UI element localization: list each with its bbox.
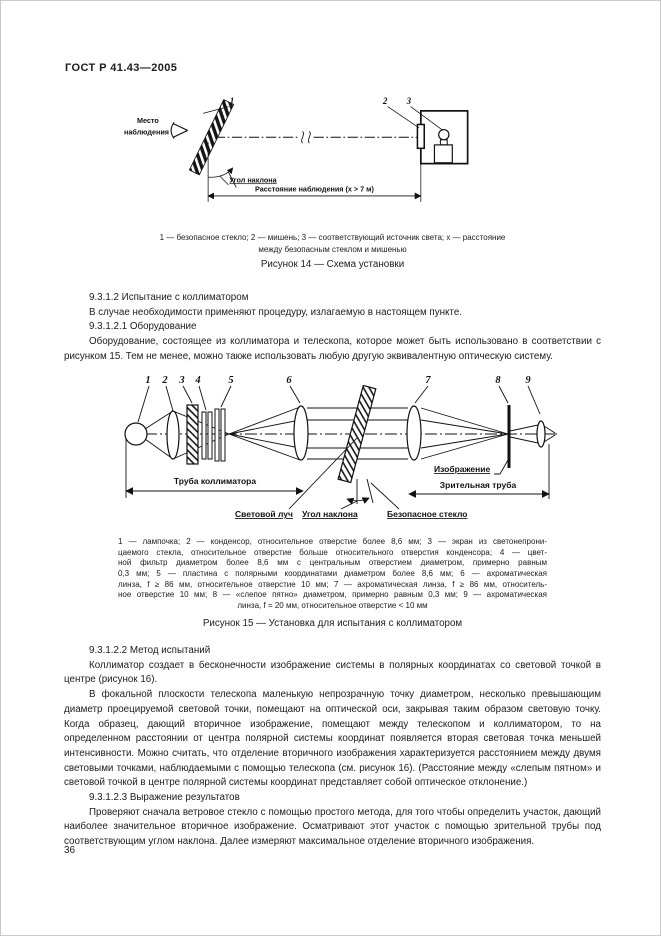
light-beam-label: Световой луч <box>235 509 293 519</box>
document-header: ГОСТ Р 41.43—2005 <box>65 62 178 74</box>
callout-6: 6 <box>286 375 292 386</box>
tilt-angle-label: Угол наклона <box>302 509 358 519</box>
distance-label: Расстояние наблюдения (x > 7 м) <box>255 185 374 194</box>
caption-line: между безопасным стеклом и мишенью <box>258 245 407 255</box>
polar-plate <box>214 408 226 462</box>
telescope-rays <box>420 407 556 460</box>
condenser-lens <box>166 410 180 460</box>
page-number: 36 <box>64 845 76 856</box>
opaque-screen <box>186 404 199 465</box>
paragraph: Оборудование, состоящее из коллиматора и… <box>64 336 601 362</box>
paragraph: В фокальной плоскости телескопа маленьку… <box>64 689 601 789</box>
caption-line: ной фильтр диаметром более 8,6 мм с цент… <box>118 558 547 568</box>
caption-line: 1 — лампочка; 2 — конденсор, относительн… <box>118 537 547 546</box>
caption-line: линза, f ≥ 86 мм, относительное отверсти… <box>118 579 547 589</box>
tilt-angle-arc <box>346 497 370 505</box>
figure-15-title: Рисунок 15 — Установка для испытания с к… <box>202 618 463 629</box>
callout-1: 1 <box>230 96 234 106</box>
clause-heading: 9.3.1.2.3 Выражение результатов <box>89 792 240 804</box>
clause-heading: 9.3.1.2.1 Оборудование <box>89 321 197 333</box>
caption-line: линза, f = 20 мм, относительное отверсти… <box>237 600 428 610</box>
section-method: 9.3.1.2.2 Метод испытаний Коллиматор соз… <box>64 644 601 850</box>
telescope-tube-label: Зрительная труба <box>440 480 517 490</box>
callout-8: 8 <box>495 375 501 386</box>
safety-glass <box>188 99 235 176</box>
image-label: Изображение <box>434 464 490 474</box>
observation-place-label-1: Место <box>137 116 159 125</box>
clause-heading: 9.3.1.2.2 Метод испытаний <box>89 645 211 656</box>
callout-2: 2 <box>161 375 168 386</box>
target <box>416 123 425 150</box>
callout-2: 2 <box>382 96 388 106</box>
figure-15-diagram: 1 2 3 4 5 6 7 8 9 <box>124 375 559 519</box>
safety-glass <box>337 384 377 484</box>
tilt-angle-arc <box>208 167 234 178</box>
observation-place-label-2: наблюдения <box>124 128 169 137</box>
light-source-icon <box>433 128 453 164</box>
callout-7: 7 <box>425 375 431 386</box>
line-break-mark <box>301 130 311 144</box>
figure-14-diagram: Место наблюдения 1 2 3 Угол наклона <box>124 96 469 202</box>
collimator-tube-label: Труба коллиматора <box>174 476 257 486</box>
figure-14-title: Рисунок 14 — Схема установки <box>260 259 405 270</box>
callout-5: 5 <box>228 375 233 386</box>
callout-leaders <box>137 385 541 423</box>
color-filter <box>201 411 213 460</box>
achromatic-lens-6 <box>293 405 309 461</box>
clause-heading: 9.3.1.2 Испытание с коллиматором <box>89 292 249 303</box>
paragraph: В случае необходимости применяют процеду… <box>89 306 462 318</box>
tilt-angle-label: Угол наклона <box>229 175 277 184</box>
figure-15-caption: 1 — лампочка; 2 — конденсор, относительн… <box>118 537 547 612</box>
paragraph: Коллиматор создает в бесконечности изобр… <box>64 659 601 686</box>
eye-icon <box>170 122 188 139</box>
callout-9: 9 <box>525 375 531 386</box>
caption-line: 0,3 мм; 5 — пластина с полярными координ… <box>118 568 547 578</box>
callout-4: 4 <box>194 375 200 386</box>
safety-glass-label: Безопасное стекло <box>387 509 468 519</box>
eyepiece-lens <box>536 420 546 448</box>
achromatic-lens-7 <box>406 405 422 461</box>
callout-1: 1 <box>145 375 150 386</box>
section-equipment: 9.3.1.2 Испытание с коллиматором В случа… <box>64 291 601 365</box>
paragraph: Проверяют сначала ветровое стекло с помо… <box>64 806 601 848</box>
callout-3: 3 <box>406 96 412 106</box>
caption-line: цаемого стекла, относительное отверстие … <box>118 547 547 557</box>
caption-line: ное отверстие 10 мм; 8 — «слепое пятно» … <box>118 590 547 600</box>
lamp-icon <box>124 422 148 446</box>
callout-3: 3 <box>178 375 184 386</box>
caption-line: 1 — безопасное стекло; 2 — мишень; 3 — с… <box>159 233 506 242</box>
figure-14-caption: 1 — безопасное стекло; 2 — мишень; 3 — с… <box>64 232 601 257</box>
